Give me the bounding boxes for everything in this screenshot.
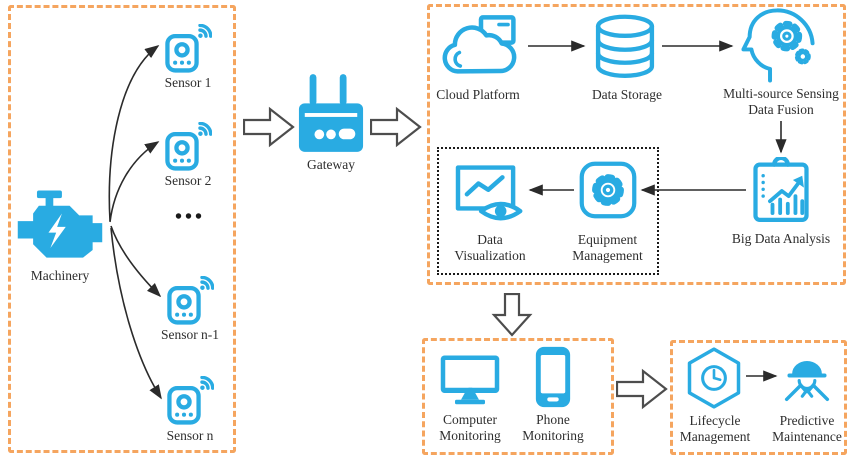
- sensor-n-icon: [166, 376, 214, 426]
- data-storage-label: Data Storage: [591, 87, 663, 102]
- block-arrow-cloud-to-monitoring: [491, 293, 533, 337]
- computer-monitoring-label: Computer Monitoring: [439, 412, 501, 444]
- phone-icon: [532, 346, 574, 408]
- block-arrow-gateway-to-cloud: [370, 106, 422, 148]
- sensor-n-1-icon: [166, 276, 214, 326]
- cloud-platform-icon: [436, 12, 526, 84]
- machinery-label: Machinery: [30, 268, 90, 283]
- data-visualization-label: Data Visualization: [454, 232, 526, 264]
- equipment-management-icon: [578, 160, 638, 220]
- sensor-1-label: Sensor 1: [164, 75, 212, 90]
- predictive-maintenance-label: Predictive Maintenance: [772, 413, 842, 445]
- gateway-router-icon: [297, 74, 365, 154]
- multi-source-fusion-label: Multi-source Sensing Data Fusion: [723, 86, 839, 118]
- gateway-label: Gateway: [307, 157, 355, 172]
- sensor-2-label: Sensor 2: [164, 173, 212, 188]
- sensor-n-label: Sensor n: [166, 428, 214, 443]
- sensor-2-icon: [164, 122, 212, 172]
- equipment-management-label: Equipment Management: [572, 232, 643, 264]
- big-data-analysis-icon: [750, 157, 812, 225]
- lifecycle-management-icon: [686, 347, 742, 409]
- lifecycle-management-label: Lifecycle Management: [679, 413, 751, 445]
- data-storage-icon: [592, 12, 658, 84]
- computer-monitor-icon: [440, 354, 500, 408]
- multi-source-fusion-icon: [736, 6, 820, 84]
- monitoring-box: [422, 338, 614, 455]
- sensor-n-1-label: Sensor n-1: [160, 327, 220, 342]
- sensor-1-icon: [164, 24, 212, 74]
- data-visualization-icon: [454, 164, 526, 228]
- machinery-sensors-box: [8, 5, 236, 453]
- management-visualization-inner-box: [437, 147, 659, 275]
- maintenance-box: [670, 340, 847, 455]
- phone-monitoring-label: Phone Monitoring: [522, 412, 584, 444]
- block-arrow-monitoring-to-maintenance: [616, 368, 668, 410]
- block-arrow-machinery-to-gateway: [243, 106, 295, 148]
- sensors-ellipsis: •••: [174, 206, 205, 228]
- machinery-engine-icon: [12, 186, 108, 264]
- big-data-analysis-label: Big Data Analysis: [731, 231, 831, 246]
- cloud-processing-box: [427, 4, 846, 285]
- cloud-platform-label: Cloud Platform: [436, 87, 520, 102]
- predictive-maintenance-worker-icon: [782, 351, 832, 407]
